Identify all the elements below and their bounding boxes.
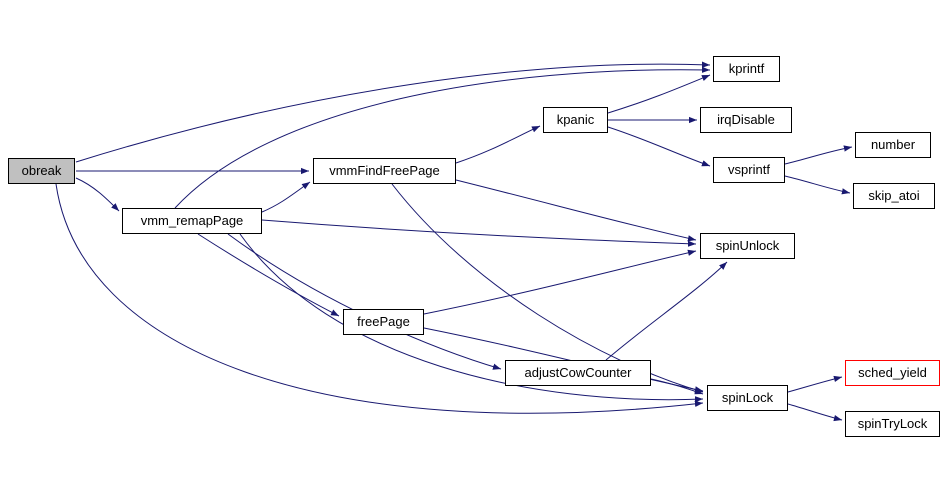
node-kprintf[interactable]: kprintf <box>713 56 780 82</box>
node-spintrylock[interactable]: spinTryLock <box>845 411 940 437</box>
edge-obreak-to-vmm_remapPage <box>75 177 120 212</box>
edge-adjustCowCounter-to-spinLock <box>650 378 704 395</box>
edge-spinLock-to-sched_yield <box>787 375 843 393</box>
edge-vsprintf-to-number <box>784 145 853 165</box>
node-adjustcowcounter[interactable]: adjustCowCounter <box>505 360 651 386</box>
edge-obreak-to-kprintf <box>75 61 711 163</box>
edge-vmmFindFreePage-to-spinLock <box>391 183 704 393</box>
edge-kpanic-to-kprintf <box>607 74 711 114</box>
node-spinunlock[interactable]: spinUnlock <box>700 233 795 259</box>
node-skip-atoi[interactable]: skip_atoi <box>853 183 935 209</box>
node-obreak[interactable]: obreak <box>8 158 75 184</box>
edge-adjustCowCounter-to-spinUnlock <box>605 261 728 361</box>
node-kpanic[interactable]: kpanic <box>543 107 608 133</box>
edge-freePage-to-spinUnlock <box>423 249 697 315</box>
edge-obreak-to-spinLock <box>55 183 704 414</box>
node-irqdisable[interactable]: irqDisable <box>700 107 792 133</box>
node-sched-yield[interactable]: sched_yield <box>845 360 940 386</box>
edge-vsprintf-to-skip_atoi <box>784 175 851 195</box>
node-vmmfindfreepage[interactable]: vmmFindFreePage <box>313 158 456 184</box>
edge-vmmFindFreePage-to-spinUnlock <box>455 179 697 242</box>
node-vsprintf[interactable]: vsprintf <box>713 157 785 183</box>
node-vmm-remappage[interactable]: vmm_remapPage <box>122 208 262 234</box>
edge-vmm_remapPage-to-adjustCowCounter <box>227 233 502 370</box>
edge-vmm_remapPage-to-spinUnlock <box>261 219 697 247</box>
edge-kpanic-to-vsprintf <box>607 126 711 167</box>
node-spinlock[interactable]: spinLock <box>707 385 788 411</box>
edge-vmm_remapPage-to-freePage <box>197 233 340 317</box>
node-freepage[interactable]: freePage <box>343 309 424 335</box>
edge-vmm_remapPage-to-kprintf <box>174 66 711 209</box>
node-number[interactable]: number <box>855 132 931 158</box>
edge-vmm_remapPage-to-spinLock <box>239 233 704 403</box>
edge-spinLock-to-spinTryLock <box>787 403 843 422</box>
edge-vmm_remapPage-to-vmmFindFreePage <box>261 181 311 213</box>
edge-vmmFindFreePage-to-kpanic <box>455 125 541 164</box>
